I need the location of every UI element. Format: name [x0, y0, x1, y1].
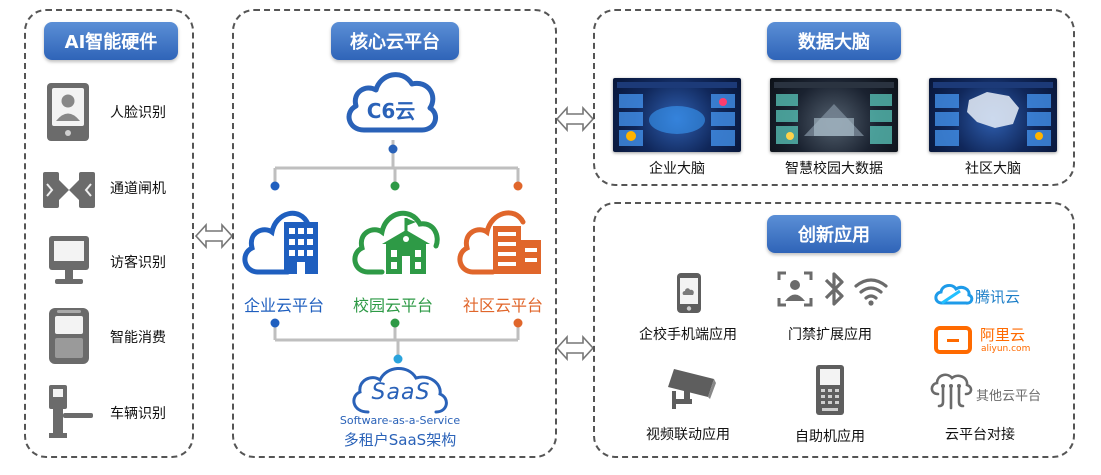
turnstile-gate-icon	[43, 172, 95, 208]
app-label-kiosk: 自助机应用	[795, 429, 865, 445]
platform-label-enterprise: 企业云平台	[243, 296, 324, 315]
campus-brain-screenshot	[770, 78, 898, 152]
community-brain-screenshot	[929, 78, 1057, 152]
hardware-label-gate: 通道闸机	[110, 181, 166, 197]
app-label-access: 门禁扩展应用	[788, 327, 872, 343]
pos-terminal-icon	[49, 308, 89, 364]
vendor-label-aliyun: 阿里云	[980, 326, 1026, 344]
saas-subtitle: Software-as-a-Service	[339, 414, 461, 427]
vehicle-barrier-icon	[49, 385, 93, 438]
core-title: 核心云平台	[331, 22, 459, 60]
hardware-label-face: 人脸识别	[110, 105, 166, 121]
mobile-phone-icon	[677, 273, 701, 313]
school-building-icon	[352, 210, 440, 275]
app-label-cloud-integration: 云平台对接	[945, 427, 1015, 443]
vendor-label-other: 其他云平台	[976, 389, 1042, 404]
c6-cloud-icon	[346, 72, 439, 133]
brain-panel	[593, 9, 1075, 186]
brain-label-community: 社区大脑	[965, 161, 1021, 177]
core-panel	[232, 9, 557, 458]
app-label-mobile: 企校手机端应用	[639, 327, 737, 343]
residential-building-icon	[457, 210, 541, 275]
hardware-panel	[24, 9, 194, 458]
hardware-title: AI智能硬件	[44, 22, 178, 60]
tencent-cloud-logo	[934, 283, 974, 305]
hardware-label-visitor: 访客识别	[110, 255, 166, 271]
visitor-kiosk-icon	[49, 236, 89, 284]
aliyun-logo	[934, 326, 972, 354]
vendor-sublabel-aliyun: aliyun.com	[981, 344, 1031, 354]
app-label-video: 视频联动应用	[646, 427, 730, 443]
vendor-label-tencent: 腾讯云	[975, 288, 1021, 306]
enterprise-brain-screenshot	[613, 78, 741, 152]
brain-label-enterprise: 企业大脑	[649, 161, 705, 177]
cctv-camera-icon	[668, 369, 716, 409]
platform-label-community: 社区云平台	[462, 296, 543, 315]
access-control-icons	[777, 271, 888, 307]
c6-cloud-label: C6云	[366, 99, 416, 123]
saas-logo-text: SaaS	[371, 380, 431, 405]
brain-title: 数据大脑	[767, 22, 901, 60]
hardware-label-vehicle: 车辆识别	[110, 406, 166, 422]
saas-label: 多租户SaaS架构	[343, 431, 457, 449]
apps-panel	[593, 202, 1075, 458]
platform-label-campus: 校园云平台	[352, 296, 433, 315]
platform-connector	[270, 140, 523, 364]
double-arrow-icon	[556, 335, 594, 361]
self-service-kiosk-icon	[816, 365, 844, 415]
cloud-integration-icon	[930, 373, 973, 410]
saas-cloud-icon	[352, 367, 448, 414]
double-arrow-icon	[195, 223, 233, 249]
office-building-icon	[242, 210, 318, 275]
apps-title: 创新应用	[767, 215, 901, 253]
brain-label-campus: 智慧校园大数据	[785, 161, 883, 177]
double-arrow-icon	[556, 106, 594, 132]
face-terminal-icon	[47, 83, 89, 141]
hardware-label-pos: 智能消费	[110, 330, 166, 346]
